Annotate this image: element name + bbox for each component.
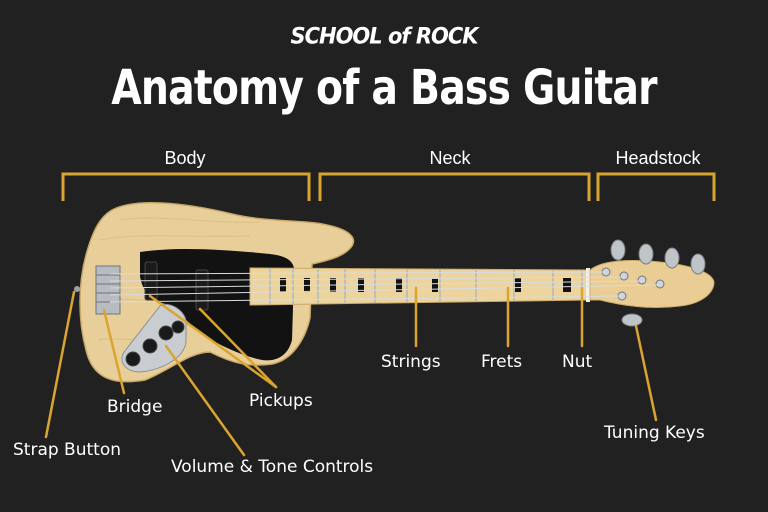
pickups-pointer-1 (148, 294, 278, 389)
tuning-pegs (610, 239, 706, 327)
bridge (95, 265, 121, 315)
tuner-posts (601, 267, 665, 301)
section-label-neck: Neck (429, 148, 471, 168)
strings (109, 271, 661, 303)
logo-text: SCHOOL of ROCK (290, 23, 478, 49)
control-knobs (125, 320, 185, 367)
label-tuning-keys: Tuning Keys (604, 423, 705, 443)
strap-button-pointer (44, 290, 76, 439)
strap-button (74, 286, 80, 292)
section-brackets (61, 172, 716, 201)
label-strap-button: Strap Button (13, 440, 122, 460)
label-pickups: Pickups (249, 391, 313, 411)
headstock-bracket (596, 172, 716, 201)
label-nut: Nut (562, 352, 593, 372)
section-label-headstock: Headstock (615, 148, 701, 168)
body-bracket (61, 172, 311, 201)
label-bridge: Bridge (107, 397, 163, 417)
pickup-neck (195, 269, 209, 311)
page-title: Anatomy of a Bass Guitar (111, 60, 657, 116)
bridge-pointer (102, 308, 126, 395)
label-strings: Strings (381, 352, 441, 372)
school-of-rock-logo: SCHOOL of ROCK (0, 23, 768, 54)
label-frets: Frets (481, 352, 523, 372)
neck-bracket (318, 172, 591, 201)
nut (586, 268, 590, 302)
pickups-pointer-2 (198, 307, 278, 389)
controls-pointer (164, 344, 246, 457)
section-label-body: Body (164, 148, 206, 168)
label-volume-tone-controls: Volume & Tone Controls (171, 457, 374, 477)
frets (269, 268, 583, 305)
tuning-keys-pointer (634, 324, 658, 422)
pointer-lines (44, 286, 658, 457)
